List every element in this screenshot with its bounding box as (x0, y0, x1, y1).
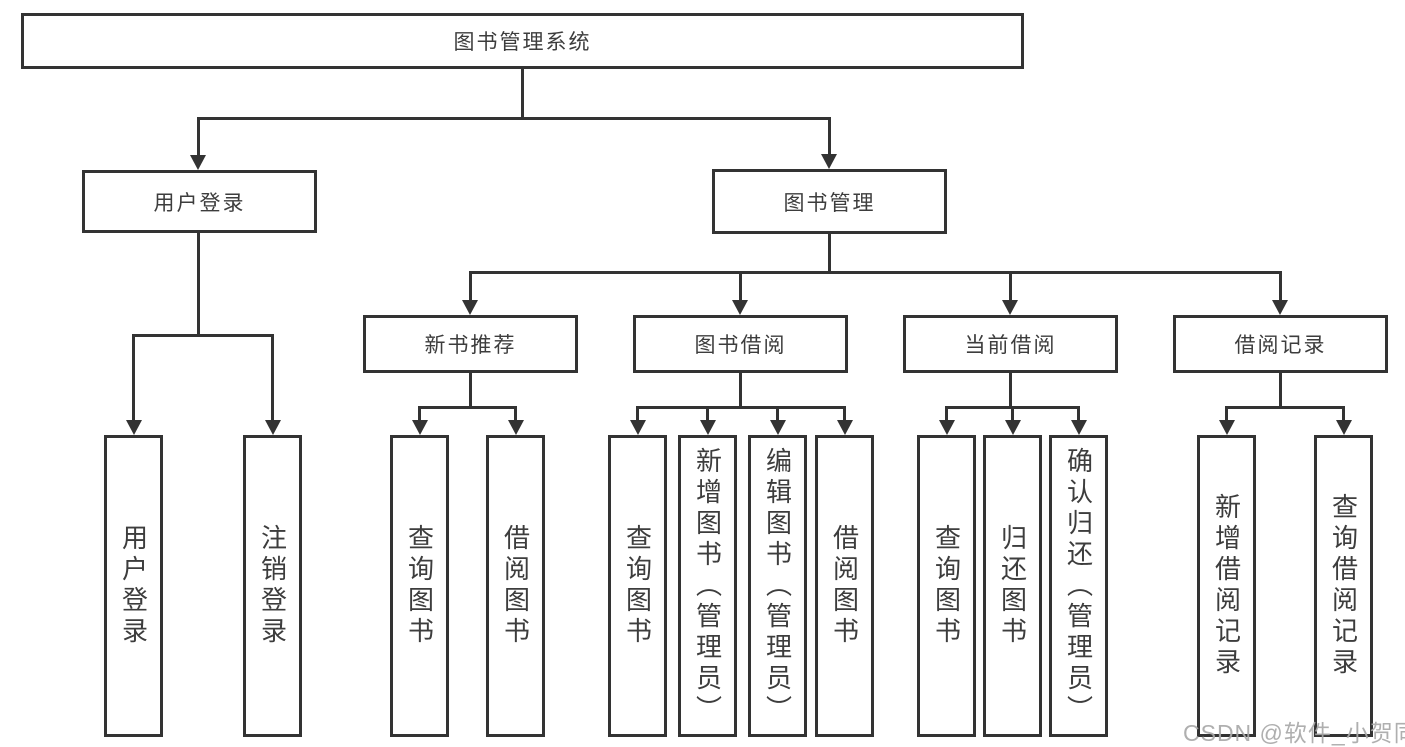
node-label: 图书管理系统 (453, 31, 592, 54)
node-borrowing-records: 借阅记录 (1173, 315, 1388, 373)
node-label: 编辑图书（管理员） (762, 446, 793, 726)
node-label: 新增借阅记录 (1211, 493, 1242, 679)
leaf-logout: 注销登录 (243, 435, 302, 737)
node-library-management-system: 图书管理系统 (21, 13, 1024, 69)
connector-bookmgmt-stem (828, 234, 831, 274)
connector-currentborrow-stem (1009, 373, 1012, 409)
node-label: 注销登录 (257, 524, 288, 648)
node-label: 图书管理 (783, 191, 876, 215)
arrowhead-icon (126, 420, 142, 435)
connector-drop-borrow-records (1279, 271, 1282, 302)
node-label: 查询图书 (404, 524, 435, 648)
connector-borrowrecords-hline (1225, 406, 1345, 409)
connector-userlogin-stem (197, 233, 200, 336)
arrowhead-icon (508, 420, 524, 435)
node-label: 归还图书 (997, 524, 1028, 648)
arrowhead-icon (265, 420, 281, 435)
arrowhead-icon (1272, 300, 1288, 315)
node-label: 用户登录 (118, 524, 149, 648)
node-user-login-branch: 用户登录 (82, 170, 317, 233)
leaf-query-books-current: 查询图书 (917, 435, 976, 737)
leaf-user-login: 用户登录 (104, 435, 163, 737)
arrowhead-icon (462, 300, 478, 315)
leaf-query-books-recommend: 查询图书 (390, 435, 449, 737)
node-book-management: 图书管理 (712, 169, 947, 234)
connector-drop (636, 406, 639, 423)
leaf-borrow-books-borrowing: 借阅图书 (815, 435, 874, 737)
arrowhead-icon (732, 300, 748, 315)
arrowhead-icon (821, 154, 837, 169)
connector-drop (945, 406, 948, 423)
node-new-book-recommendation: 新书推荐 (363, 315, 578, 373)
arrowhead-icon (939, 420, 955, 435)
arrowhead-icon (1336, 420, 1352, 435)
connector-drop (1011, 406, 1014, 423)
leaf-add-borrow-record: 新增借阅记录 (1197, 435, 1256, 737)
connector-drop (514, 406, 517, 423)
connector-drop-book-management (828, 117, 831, 155)
connector-drop (776, 406, 779, 423)
arrowhead-icon (1002, 300, 1018, 315)
connector-drop (418, 406, 421, 423)
node-current-borrowing: 当前借阅 (903, 315, 1118, 373)
arrowhead-icon (190, 155, 206, 170)
connector-drop-leaf-user-login (132, 334, 135, 422)
node-label: 图书借阅 (694, 334, 787, 357)
node-label: 新增图书（管理员） (692, 446, 723, 726)
arrowhead-icon (837, 420, 853, 435)
connector-drop-book-borrow (739, 271, 742, 302)
node-label: 查询图书 (931, 524, 962, 648)
connector-drop (1342, 406, 1345, 423)
connector-bookmgmt-hline (469, 271, 1282, 274)
leaf-return-books: 归还图书 (983, 435, 1042, 737)
leaf-edit-books-admin: 编辑图书（管理员） (748, 435, 807, 737)
connector-drop (1225, 406, 1228, 423)
arrowhead-icon (700, 420, 716, 435)
node-label: 当前借阅 (964, 334, 1057, 357)
node-label: 查询图书 (622, 524, 653, 648)
connector-root-hline (197, 117, 831, 120)
connector-bookborrow-stem (739, 373, 742, 409)
node-book-borrowing: 图书借阅 (633, 315, 848, 373)
arrowhead-icon (1005, 420, 1021, 435)
connector-drop-leaf-logout (271, 334, 274, 422)
connector-newbook-hline (418, 406, 517, 409)
node-label: 用户登录 (153, 191, 246, 215)
node-label: 查询借阅记录 (1328, 493, 1359, 679)
leaf-query-books-borrowing: 查询图书 (608, 435, 667, 737)
connector-userlogin-hline (132, 334, 274, 337)
node-label: 借阅图书 (829, 524, 860, 648)
connector-drop (843, 406, 846, 423)
arrowhead-icon (630, 420, 646, 435)
leaf-confirm-return-admin: 确认归还（管理员） (1049, 435, 1108, 737)
arrowhead-icon (412, 420, 428, 435)
connector-drop (1077, 406, 1080, 423)
connector-drop-current-borrow (1009, 271, 1012, 302)
connector-root-stem (521, 69, 524, 119)
connector-bookborrow-hline (636, 406, 846, 409)
node-label: 借阅图书 (500, 524, 531, 648)
connector-drop-new-book (469, 271, 472, 302)
connector-drop-user-login (197, 117, 200, 156)
csdn-watermark: CSDN @软件_小贺同学 (1183, 720, 1405, 746)
leaf-query-borrow-record: 查询借阅记录 (1314, 435, 1373, 737)
node-label: 新书推荐 (424, 334, 517, 357)
node-label: 确认归还（管理员） (1063, 446, 1094, 726)
connector-drop (706, 406, 709, 423)
leaf-borrow-books-recommend: 借阅图书 (486, 435, 545, 737)
connector-borrowrecords-stem (1279, 373, 1282, 409)
node-label: 借阅记录 (1234, 334, 1327, 357)
connector-newbook-stem (469, 373, 472, 409)
leaf-add-books-admin: 新增图书（管理员） (678, 435, 737, 737)
arrowhead-icon (770, 420, 786, 435)
arrowhead-icon (1071, 420, 1087, 435)
arrowhead-icon (1219, 420, 1235, 435)
